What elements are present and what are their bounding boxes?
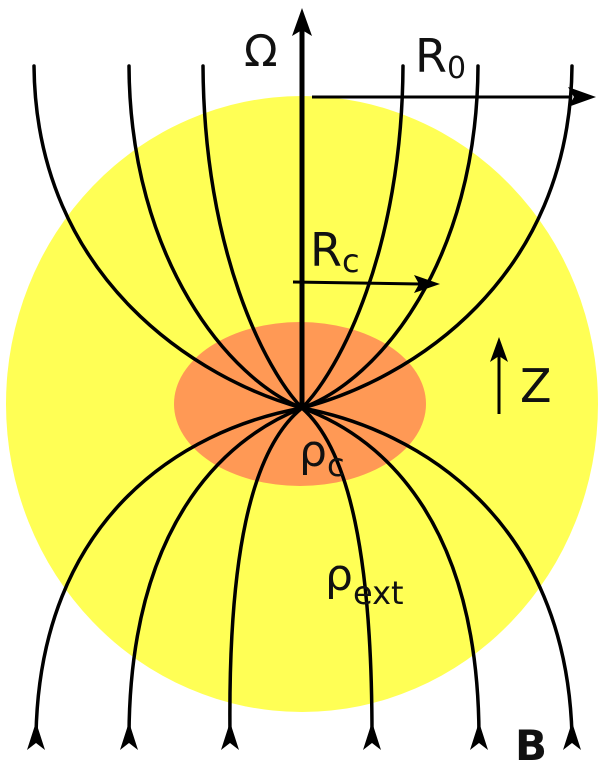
field-line bbox=[300, 406, 374, 737]
rc-label-sub: c bbox=[342, 242, 360, 280]
r0-label-main: R bbox=[415, 29, 447, 83]
field-line bbox=[201, 64, 304, 410]
rho-c-label-sub: c bbox=[327, 446, 345, 484]
rho-ext-label: ρext bbox=[325, 550, 404, 612]
b-field-label: B bbox=[515, 721, 547, 766]
omega-label: Ω bbox=[244, 26, 278, 77]
rho-c-label-main: ρ bbox=[299, 426, 327, 477]
field-line bbox=[300, 64, 405, 410]
field-line bbox=[300, 64, 574, 410]
arrowhead-icon bbox=[563, 722, 581, 750]
z-arrowhead-icon bbox=[490, 337, 508, 362]
arrowhead-icon bbox=[27, 722, 45, 750]
rc-label-main: R bbox=[310, 223, 342, 277]
field-line bbox=[300, 406, 481, 737]
rc-arrow bbox=[292, 280, 421, 286]
field-line bbox=[32, 64, 304, 410]
rc-arrowhead-icon bbox=[414, 275, 440, 293]
field-line bbox=[300, 64, 480, 410]
rho-c-label: ρc bbox=[299, 426, 345, 484]
r0-label-sub: 0 bbox=[447, 51, 466, 86]
field-lines-lower bbox=[34, 406, 574, 737]
field-line-arrowheads bbox=[27, 722, 581, 750]
arrowhead-icon bbox=[221, 722, 239, 750]
field-line bbox=[127, 64, 304, 410]
field-lines-upper bbox=[32, 64, 574, 410]
field-line bbox=[127, 406, 304, 737]
arrowhead-icon bbox=[470, 722, 488, 750]
field-line bbox=[300, 406, 574, 737]
field-line bbox=[34, 406, 304, 737]
r0-arrowhead-icon bbox=[568, 87, 596, 107]
arrowhead-icon bbox=[363, 722, 381, 750]
rho-ext-label-main: ρ bbox=[325, 550, 353, 601]
rotation-axis-arrowhead-icon bbox=[292, 8, 312, 36]
field-line bbox=[228, 406, 304, 737]
r0-label: R0 bbox=[415, 29, 466, 86]
rho-ext-label-sub: ext bbox=[353, 574, 404, 612]
z-label: Z bbox=[520, 359, 552, 413]
arrowhead-icon bbox=[120, 722, 138, 750]
rc-label: Rc bbox=[310, 223, 360, 280]
